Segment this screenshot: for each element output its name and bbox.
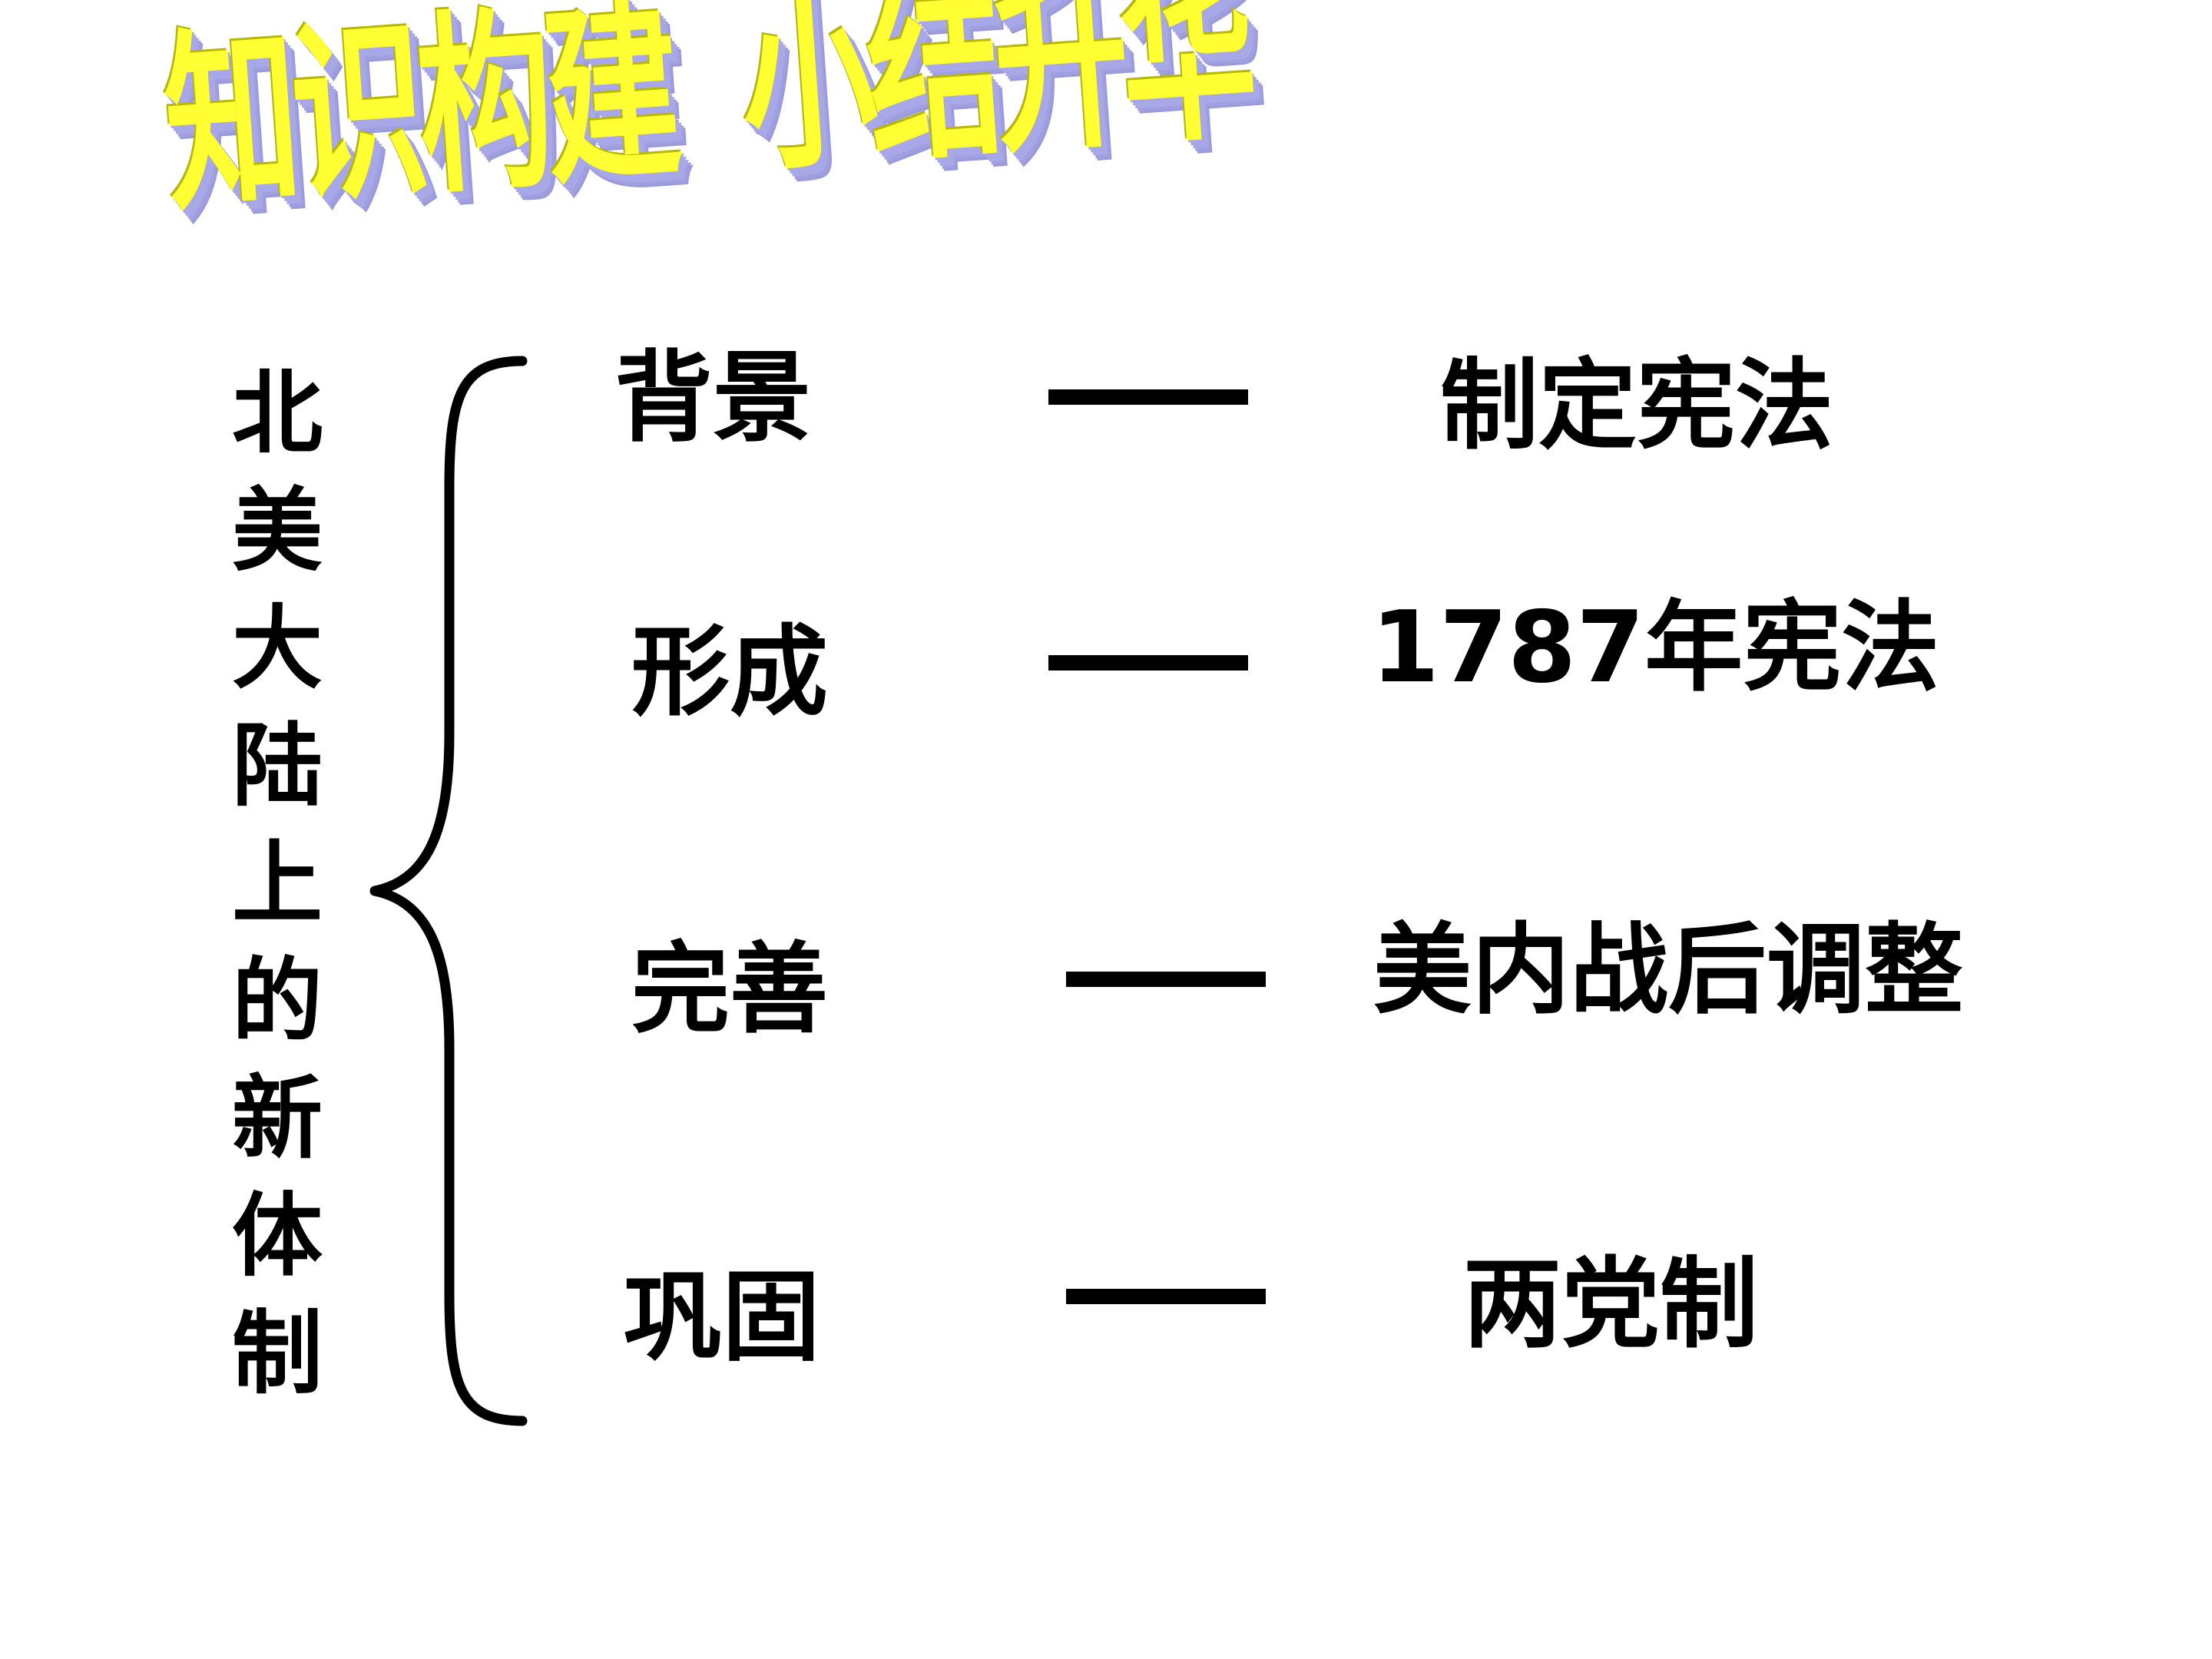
subject-char: 北 [231,360,323,466]
title-part-summary: 小结升华 [733,0,1256,198]
title-gap [677,153,747,157]
result-label: 两党制 [1463,1247,1759,1362]
subject-vertical-label: 北 美 大 陆 上 的 新 体 制 [227,355,327,1412]
brace-path [369,356,528,1426]
subject-char: 体 [231,1183,323,1289]
subject-char: 美 [231,478,323,584]
result-label: 制定宪法 [1440,349,1834,463]
subject-char: 新 [231,1065,323,1171]
title-part-knowledge: 知识构建 [157,0,680,239]
stage-label-improvement: 完善 [631,932,829,1047]
connector-dash [1048,389,1248,405]
subject-char: 制 [231,1300,323,1406]
connector-dash [1066,972,1266,987]
stage-label-consolidation: 巩固 [624,1260,821,1375]
curly-brace [369,356,528,1426]
subject-char: 的 [231,948,323,1054]
stage-label-background: 背景 [614,341,812,455]
connector-dash [1066,1289,1266,1304]
subject-char: 上 [231,830,323,936]
result-label: 1787年宪法 [1371,591,1940,705]
subject-char: 陆 [231,713,323,819]
result-label: 美内战后调整 [1373,913,1964,1028]
subject-char: 大 [231,595,323,701]
slide-title: 知识构建小结升华 [157,0,1255,307]
stage-label-formation: 形成 [631,615,829,730]
connector-dash [1048,655,1248,671]
